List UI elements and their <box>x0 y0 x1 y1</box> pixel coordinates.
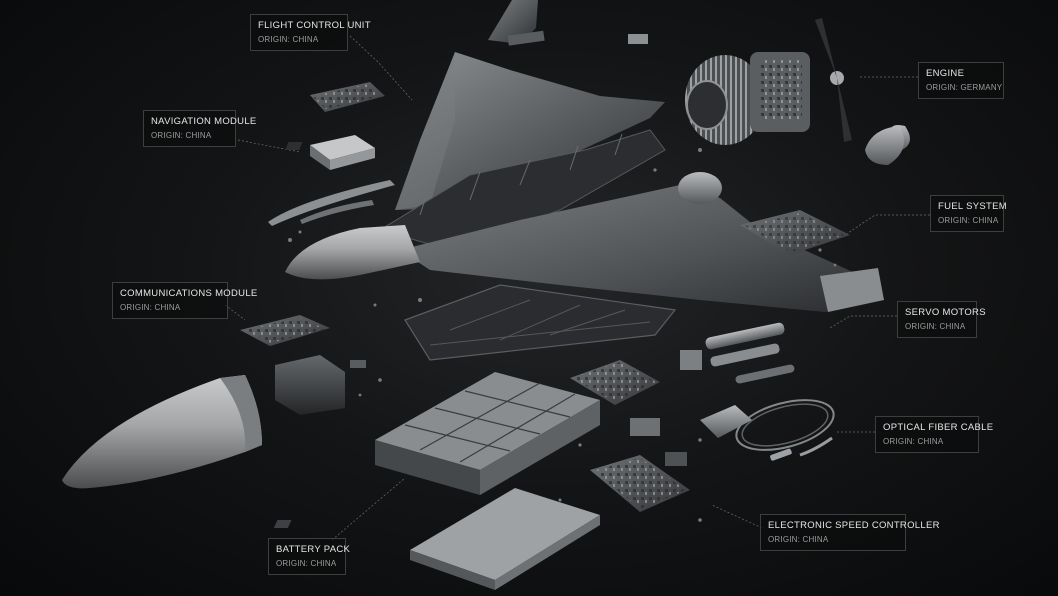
callout-origin: ORIGIN: CHINA <box>258 35 319 44</box>
connector-block <box>700 405 752 438</box>
callout-origin: ORIGIN: CHINA <box>768 535 829 544</box>
upper-wing-edge <box>395 52 455 210</box>
callout-engine: ENGINE ORIGIN: GERMANY <box>918 62 1004 99</box>
callout-origin: ORIGIN: CHINA <box>276 559 337 568</box>
tail-fin-mount <box>507 30 545 46</box>
callout-electronic-speed-controller: ELECTRONIC SPEED CONTROLLER ORIGIN: CHIN… <box>760 514 940 551</box>
optical-fiber-cable-coil <box>735 399 835 461</box>
callout-name: BATTERY PACK <box>276 544 351 555</box>
nose-cone <box>62 375 262 489</box>
callout-navigation-module: NAVIGATION MODULE ORIGIN: CHINA <box>143 110 257 147</box>
small-component <box>630 418 660 436</box>
callout-communications-module: COMMUNICATIONS MODULE ORIGIN: CHINA <box>112 282 258 319</box>
callout-flight-control-unit: FLIGHT CONTROL UNIT ORIGIN: CHINA <box>250 14 371 51</box>
fuel-system-chips <box>745 213 845 252</box>
navigation-module-part <box>285 135 375 170</box>
callout-fuel-system: FUEL SYSTEM ORIGIN: CHINA <box>930 195 1007 232</box>
callout-name: ENGINE <box>926 68 965 79</box>
motor-block <box>275 355 345 415</box>
callout-optical-fiber-cable: OPTICAL FIBER CABLE ORIGIN: CHINA <box>875 416 994 453</box>
engine-assembly <box>685 18 910 165</box>
comms-board-chips <box>243 318 326 343</box>
callout-origin: ORIGIN: CHINA <box>883 437 944 446</box>
callout-name: ELECTRONIC SPEED CONTROLLER <box>768 520 940 531</box>
callout-origin: ORIGIN: GERMANY <box>926 83 1003 92</box>
callout-origin: ORIGIN: CHINA <box>905 322 966 331</box>
esc-board-chips <box>593 458 686 509</box>
callout-name: FLIGHT CONTROL UNIT <box>258 20 371 31</box>
servo-motor-parts <box>680 322 795 384</box>
fuselage-ribs <box>419 133 623 216</box>
antenna-rod <box>268 180 395 226</box>
callout-name: NAVIGATION MODULE <box>151 116 257 127</box>
upper-wing <box>395 52 665 210</box>
callout-name: COMMUNICATIONS MODULE <box>120 288 258 299</box>
nose-cone-rim <box>220 375 262 452</box>
callout-servo-motors: SERVO MOTORS ORIGIN: CHINA <box>897 301 986 338</box>
scattered-hardware <box>288 34 837 522</box>
main-wing <box>400 185 880 312</box>
battery-module <box>375 372 600 495</box>
antenna-rod-2 <box>300 200 374 224</box>
callout-name: OPTICAL FIBER CABLE <box>883 422 994 433</box>
flight-control-chips <box>312 84 382 109</box>
callout-origin: ORIGIN: CHINA <box>151 131 212 140</box>
battery-pack-part <box>273 488 600 590</box>
callout-origin: ORIGIN: CHINA <box>938 216 999 225</box>
motor-part <box>678 172 722 204</box>
callout-name: FUEL SYSTEM <box>938 201 1007 212</box>
processor-board-chips <box>572 362 656 402</box>
callout-battery-pack: BATTERY PACK ORIGIN: CHINA <box>268 538 351 575</box>
front-nose <box>285 225 420 280</box>
callout-name: SERVO MOTORS <box>905 307 986 318</box>
tray-ribs <box>429 299 651 346</box>
small-component-2 <box>665 452 687 466</box>
callout-origin: ORIGIN: CHINA <box>120 303 181 312</box>
tail-fin <box>488 0 538 44</box>
wingtip <box>820 268 884 312</box>
